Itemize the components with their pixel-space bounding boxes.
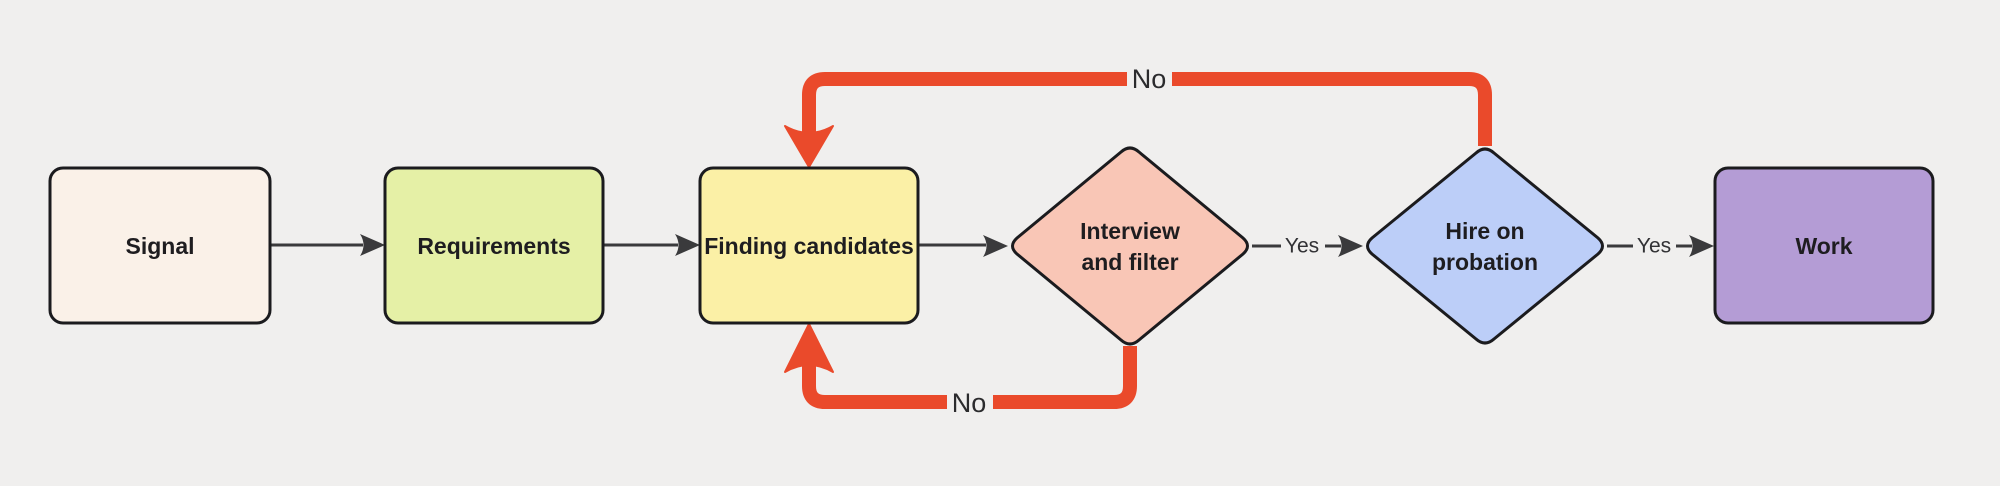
no-bottom-return-arrowhead-icon [785, 324, 833, 372]
no-top-return-arrowhead-icon [785, 126, 833, 167]
requirements-shape [383, 166, 605, 325]
edge-requirements-to-finding[interactable] [603, 234, 700, 256]
arrowhead-icon [1689, 235, 1714, 257]
node-signal[interactable]: Signal [48, 166, 272, 325]
no-bottom-return-arrowhead-outline [784, 323, 834, 373]
edge-no-top-return[interactable]: No [784, 64, 1492, 168]
edge-label-yes-hire: Yes [1637, 235, 1671, 258]
signal-shape [48, 166, 272, 325]
finding-candidates-shape [698, 166, 920, 325]
node-work[interactable]: Work [1713, 166, 1935, 325]
node-label-requirements: Requirements [417, 233, 570, 259]
hire-on-probation-shape [1366, 147, 1604, 345]
no-top-return-line-left [802, 72, 1127, 138]
edge-interview-to-hire[interactable]: Yes [1252, 235, 1363, 258]
edge-finding-to-interview[interactable] [918, 235, 1008, 257]
interview-and-filter-shape [1011, 146, 1249, 346]
edge-signal-to-requirements[interactable] [270, 234, 385, 256]
node-label-finding-candidates: Finding candidates [704, 233, 914, 259]
arrowhead-icon [360, 234, 385, 256]
edge-label-no-bottom: No [952, 388, 987, 418]
no-top-return-line-right [1172, 72, 1492, 146]
edge-no-bottom-return[interactable]: No [784, 323, 1137, 418]
node-label-hire-line2: probation [1432, 249, 1538, 275]
node-finding-candidates[interactable]: Finding candidates [698, 166, 920, 325]
no-top-return-arrowhead-outline [784, 125, 834, 168]
node-label-interview-line2: and filter [1081, 249, 1178, 275]
arrowhead-icon [1338, 235, 1363, 257]
node-hire-on-probation[interactable]: Hire on probation [1366, 147, 1604, 345]
edge-label-yes-interview: Yes [1285, 235, 1319, 258]
node-label-signal: Signal [125, 233, 194, 259]
no-bottom-return-line-left [802, 362, 947, 409]
arrowhead-icon [983, 235, 1008, 257]
node-requirements[interactable]: Requirements [383, 166, 605, 325]
edge-label-no-top: No [1132, 64, 1167, 94]
edge-hire-to-work[interactable]: Yes [1607, 235, 1714, 258]
no-bottom-return-line-right [993, 346, 1137, 409]
arrowhead-icon [675, 234, 700, 256]
node-interview-and-filter[interactable]: Interview and filter [1011, 146, 1249, 346]
node-label-work: Work [1795, 233, 1852, 259]
work-shape [1713, 166, 1935, 325]
node-label-hire-line1: Hire on [1445, 218, 1524, 244]
node-label-interview-line1: Interview [1080, 218, 1180, 244]
